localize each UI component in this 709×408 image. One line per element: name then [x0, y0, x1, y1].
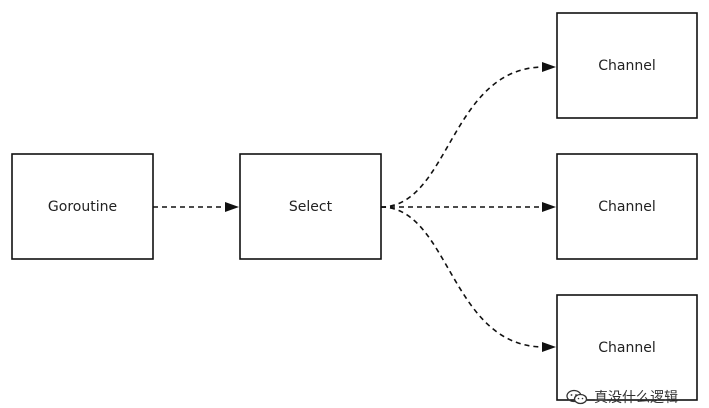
- arrowhead-channel-middle: [542, 202, 556, 212]
- watermark-text: 真没什么逻辑: [594, 390, 678, 406]
- node-select: Select: [239, 153, 382, 260]
- node-channel-middle-label: Channel: [598, 199, 655, 215]
- watermark: 真没什么逻辑: [566, 386, 678, 408]
- node-goroutine: Goroutine: [11, 153, 154, 260]
- node-channel-bottom: Channel: [556, 294, 698, 401]
- arrowhead-channel-bottom: [542, 342, 556, 352]
- node-channel-top-label: Channel: [598, 58, 655, 74]
- edge-select-to-channel-top: [380, 66, 545, 208]
- node-channel-top: Channel: [556, 12, 698, 119]
- arrowhead-select: [225, 202, 239, 212]
- node-goroutine-label: Goroutine: [48, 199, 117, 215]
- wechat-icon: [566, 389, 588, 405]
- node-select-label: Select: [289, 199, 333, 215]
- node-channel-middle: Channel: [556, 153, 698, 260]
- arrowhead-channel-top: [542, 62, 556, 72]
- node-channel-bottom-label: Channel: [598, 340, 655, 356]
- edge-select-to-channel-bottom: [380, 206, 545, 348]
